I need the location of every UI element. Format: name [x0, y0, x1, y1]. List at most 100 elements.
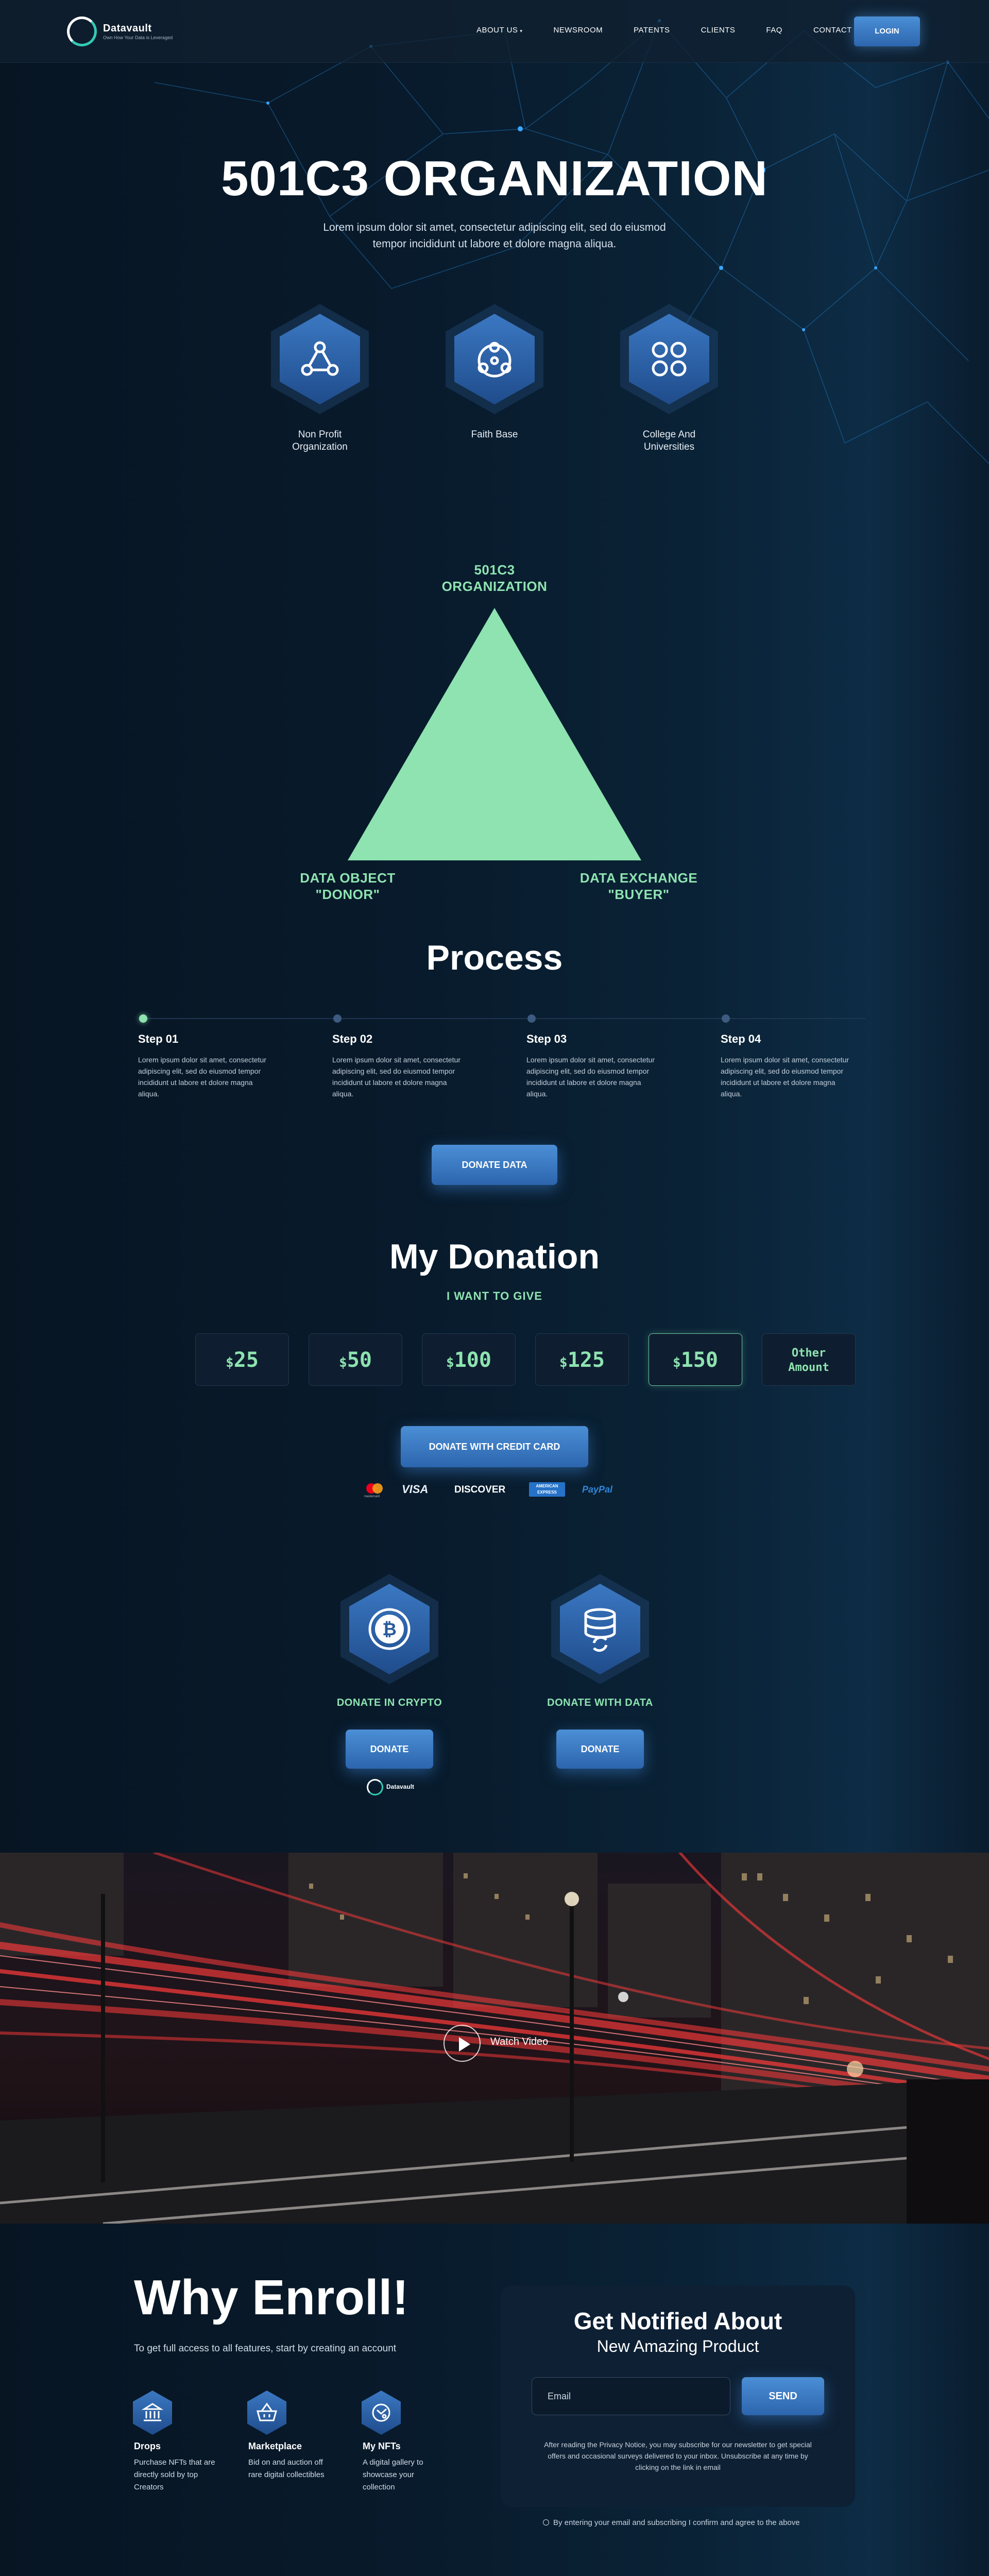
donate-data-label: DONATE WITH DATA — [547, 1697, 653, 1708]
paypal-icon: PayPal — [582, 1484, 613, 1495]
currency-symbol: $ — [559, 1355, 568, 1370]
network-nodes-icon — [301, 341, 339, 376]
feature-marketplace-text: Bid on and auction off rare digital coll… — [248, 2458, 325, 2479]
step-1-title: Step 01 — [138, 1032, 179, 1045]
currency-symbol: $ — [226, 1355, 234, 1370]
mastercard-circles — [366, 1483, 383, 1494]
bitcoin-icon: ₿ — [368, 1608, 411, 1650]
privacy-notice: After reading the Privacy Notice, you ma… — [544, 2441, 812, 2471]
amount-value: 100 — [454, 1348, 491, 1372]
top-navbar: Datavault Own How Your Data is Leveraged… — [0, 0, 989, 63]
category-colleges[interactable] — [620, 304, 718, 414]
amount-value: 25 — [233, 1348, 259, 1372]
visa-icon: VISA — [402, 1483, 429, 1496]
step-4-text: Lorem ipsum dolor sit amet, consectetur … — [721, 1056, 849, 1098]
login-button[interactable]: LOGIN — [854, 16, 920, 46]
currency-symbol: $ — [446, 1355, 454, 1370]
small-logo-name: Datavault — [386, 1783, 415, 1790]
logo[interactable]: Datavault Own How Your Data is Leveraged — [67, 16, 173, 46]
amex-line2: EXPRESS — [537, 1490, 557, 1495]
notify-subtitle: New Amazing Product — [596, 2337, 759, 2355]
hero-subtitle-line1: Lorem ipsum dolor sit amet, consectetur … — [323, 222, 666, 233]
play-video-button[interactable] — [444, 2025, 481, 2062]
amount-value: 125 — [567, 1348, 605, 1372]
nav-link-patents[interactable]: PATENTS — [634, 26, 670, 35]
currency-symbol: $ — [339, 1355, 347, 1370]
amex-icon: AMERICAN EXPRESS — [529, 1482, 565, 1497]
triangle-top-line2: ORGANIZATION — [441, 579, 548, 594]
triangle-right-line1: DATA EXCHANGE — [579, 870, 698, 886]
category-label-non-profit: Non Profit Organization — [258, 429, 382, 453]
amount-125[interactable]: $125 — [535, 1333, 629, 1386]
email-input[interactable] — [532, 2377, 730, 2415]
feature-drops-text: Purchase NFTs that are directly sold by … — [134, 2458, 215, 2492]
other-line1: Other — [791, 1347, 826, 1360]
city-light-trails-image — [0, 1853, 989, 2224]
process-title: Process — [426, 938, 563, 977]
donate-crypto-label: DONATE IN CRYPTO — [336, 1697, 442, 1708]
video-banner — [0, 1853, 989, 2224]
donate-crypto-button[interactable]: DONATE — [346, 1730, 433, 1769]
logo-mark-icon — [67, 16, 97, 46]
amount-100[interactable]: $100 — [422, 1333, 516, 1386]
amount-25[interactable]: $25 — [195, 1333, 289, 1386]
category-label-line1: College And — [642, 429, 696, 440]
consent-row[interactable]: By entering your email and subscribing I… — [543, 2518, 800, 2527]
nav-link-contact[interactable]: CONTACT — [813, 26, 852, 35]
currency-symbol: $ — [673, 1355, 681, 1370]
feature-marketplace-title: Marketplace — [248, 2441, 302, 2451]
category-faith-base[interactable] — [446, 304, 543, 414]
process-dot-3 — [527, 1014, 536, 1023]
category-label-line1: Non Profit — [298, 429, 342, 440]
category-label-line2: Organization — [292, 442, 348, 452]
send-button[interactable]: SEND — [742, 2377, 824, 2415]
hero-subtitle-line2: tempor incididunt ut labore et dolore ma… — [372, 238, 617, 250]
nav-link-about[interactable]: ABOUT US▾ — [476, 26, 522, 35]
community-icon — [478, 342, 511, 378]
triangle-top-line1: 501C3 — [474, 562, 515, 578]
small-logo: Datavault — [367, 1779, 418, 1797]
amount-value: 150 — [680, 1348, 718, 1372]
enroll-subtitle: To get full access to all features, star… — [134, 2343, 397, 2354]
nav-link-faq[interactable]: FAQ — [766, 26, 782, 35]
amount-other[interactable]: Other Amount — [762, 1333, 856, 1386]
consent-checkbox[interactable] — [543, 2519, 549, 2526]
mastercard-icon — [363, 1483, 386, 1496]
donate-credit-card-button[interactable]: DONATE WITH CREDIT CARD — [401, 1426, 588, 1467]
triangle-diagram — [348, 608, 641, 860]
discover-icon: DISCOVER — [454, 1484, 506, 1495]
nav-link-newsroom[interactable]: NEWSROOM — [553, 26, 603, 35]
crypto-hex: ₿ — [340, 1574, 438, 1684]
donate-with-data-button[interactable]: DONATE — [556, 1730, 644, 1769]
process-dot-1 — [139, 1014, 147, 1023]
step-4-title: Step 04 — [721, 1032, 761, 1045]
logo-mark-icon — [367, 1779, 383, 1795]
donate-data-button[interactable]: DONATE DATA — [432, 1145, 557, 1185]
feature-drops-title: Drops — [134, 2441, 161, 2451]
amount-50[interactable]: $50 — [309, 1333, 402, 1386]
step-2-text: Lorem ipsum dolor sit amet, consectetur … — [332, 1056, 461, 1098]
palette-icon — [372, 2403, 390, 2422]
amount-value: 50 — [347, 1348, 372, 1372]
triangle-left-line2: "DONOR" — [315, 887, 380, 902]
consent-text: By entering your email and subscribing I… — [553, 2518, 800, 2527]
amount-150-selected[interactable]: $150 — [649, 1333, 742, 1386]
step-3-text: Lorem ipsum dolor sit amet, consectetur … — [526, 1056, 655, 1098]
category-non-profit[interactable] — [271, 304, 369, 414]
marketplace-hex — [247, 2391, 286, 2435]
nav-link-clients[interactable]: CLIENTS — [701, 26, 736, 35]
bank-icon — [141, 2403, 164, 2421]
process-dot-2 — [333, 1014, 342, 1023]
nav-links: ABOUT US▾ NEWSROOM PATENTS CLIENTS FAQ C… — [476, 26, 883, 35]
watch-video-label[interactable]: Watch Video — [490, 2036, 549, 2047]
basket-icon — [257, 2402, 277, 2421]
triangle-left-label: DATA OBJECT "DONOR" — [278, 870, 417, 903]
notify-title: Get Notified About — [573, 2308, 782, 2334]
nav-link-about-label: ABOUT US — [476, 26, 518, 35]
process-dot-4 — [722, 1014, 730, 1023]
category-label-line1: Faith Base — [471, 429, 518, 440]
category-label-faith-base: Faith Base — [433, 429, 556, 441]
triangle-top-label: 501C3 ORGANIZATION — [391, 562, 598, 595]
category-label-colleges: College And Universities — [607, 429, 731, 453]
enroll-title: Why Enroll! — [134, 2270, 409, 2325]
